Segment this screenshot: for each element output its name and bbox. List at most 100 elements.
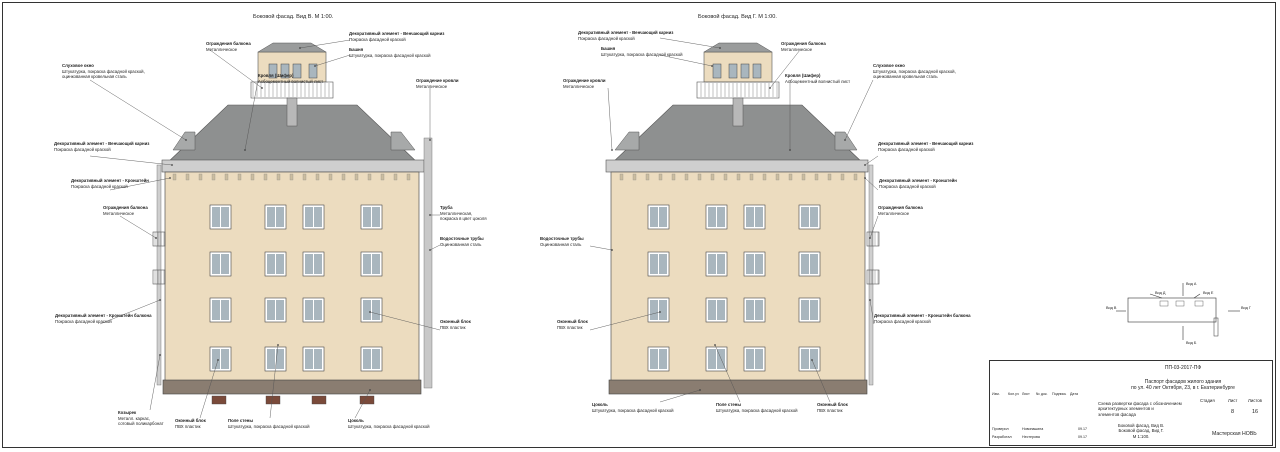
tb-col-1: Кол.уч <box>1008 392 1019 396</box>
sheet-label: Лист <box>1228 398 1238 403</box>
left-building-window-pane <box>372 254 380 274</box>
annotation-l6: Декоративный элемент - Кронштейн балкона… <box>55 313 152 324</box>
annotation-subtitle: Оцинкованная сталь <box>440 241 482 247</box>
right-building-window-pane <box>650 207 658 227</box>
left-building-plinth <box>162 379 422 395</box>
left-building-window-pane <box>305 207 313 227</box>
right-balcony <box>866 231 880 247</box>
annotation-title: Оконный блок <box>175 418 206 423</box>
annotation-title: Декоративный элемент - Кронштейн <box>879 178 957 183</box>
annotation-title: Декоративный элемент - Кронштейн балкона <box>55 313 152 318</box>
leader-line <box>109 177 171 191</box>
leader-line <box>869 299 875 325</box>
right-building-bracket <box>645 173 650 181</box>
right-building-window-pane <box>810 254 818 274</box>
left-building-window-pane <box>221 254 229 274</box>
annotation-title: Ограждения балкона <box>103 205 148 210</box>
left-building-bracket <box>367 173 372 181</box>
sheets-total: 16 <box>1252 409 1259 415</box>
left-building-bracket <box>328 173 333 181</box>
annotation-subtitle: Металлическое <box>103 210 135 216</box>
annotation-title: Водосточные трубы <box>540 236 584 241</box>
left-building-cornice <box>161 159 425 173</box>
right-building-tower-roof <box>703 42 773 53</box>
left-building-window-pane <box>276 207 284 227</box>
annotation-title: Оконный блок <box>817 402 848 407</box>
annotation-subtitle: Штукатурка, покраска фасадной краской <box>716 407 798 413</box>
right-building-window-pane <box>650 300 658 320</box>
basement-door <box>211 395 227 405</box>
annotation-subtitle: Штукатурка, покраска фасадной краской <box>592 407 674 413</box>
left-building-window-pane <box>363 207 371 227</box>
leader-dot <box>844 139 846 141</box>
leader-line <box>369 311 441 331</box>
tb-row-name: Нестерова <box>1022 435 1040 439</box>
leader-dot <box>659 311 661 313</box>
leader-line <box>811 359 831 403</box>
right-building-window-pane <box>801 207 809 227</box>
left-building-tower-window <box>292 63 302 79</box>
left-building-window-pane <box>276 300 284 320</box>
right-building-window-pane <box>717 207 725 227</box>
left-building-bracket <box>354 173 359 181</box>
key-plan-label: Вид Д <box>1155 291 1166 295</box>
right-building-bracket <box>814 173 819 181</box>
leader-dot <box>369 311 371 313</box>
annotation-subtitle: Покраска фасадной краской <box>879 183 936 189</box>
leader-dot <box>864 164 866 166</box>
sheet-name: Боковой фасад, Вид В.Боковой фасад, Вид … <box>1118 423 1165 439</box>
key-plan-label: Вид Е <box>1203 291 1214 295</box>
right-building-bracket <box>853 173 858 181</box>
leader-line <box>89 79 187 141</box>
left-building-window-pane <box>305 300 313 320</box>
right-building-window-pane <box>755 349 763 369</box>
leader-dot <box>789 149 791 151</box>
sheets-label: Листов <box>1248 398 1262 403</box>
right-building-bracket <box>723 173 728 181</box>
annotation-subtitle: Штукатурка, покраска фасадной краской <box>348 423 430 429</box>
right-building-window-pane <box>650 254 658 274</box>
left-building-tower-window <box>308 63 318 79</box>
leader-dot <box>155 237 157 239</box>
key-plan-label: Вид В <box>1106 306 1117 310</box>
basement-door <box>311 395 327 405</box>
sheet-number: 8 <box>1231 409 1235 415</box>
annotation-title: Поле стены <box>228 418 254 423</box>
right-building-window-pane <box>746 207 754 227</box>
leader-dot <box>244 149 246 151</box>
leader-line <box>714 344 741 403</box>
right-building-bracket <box>775 173 780 181</box>
right-building-dormer-left <box>834 131 858 151</box>
annotation-subtitle: Металл. каркас,сотовый поликарбонат <box>118 415 164 427</box>
annotation-subtitle: ПВХ пластик <box>817 407 843 413</box>
right-building-window-pane <box>746 349 754 369</box>
leader-line <box>844 79 874 141</box>
leader-line <box>769 49 801 89</box>
annotation-l13: Кровля (Шифер)Асбоцементный волнистый ли… <box>258 73 323 84</box>
left-building-tower-window <box>268 63 278 79</box>
leader-dot <box>769 87 771 89</box>
right-building-window-pane <box>755 300 763 320</box>
right-building-window-pane <box>810 349 818 369</box>
annotation-title: Поле стены <box>716 402 742 407</box>
right-view-title: Боковой фасад. Вид Г. М 1:00. <box>698 14 777 20</box>
left-building-window-pane <box>221 349 229 369</box>
left-building-window-pane <box>267 300 275 320</box>
annotation-title: Кровля (Шифер) <box>785 73 821 78</box>
key-plan-wing <box>1213 317 1219 337</box>
annotation-subtitle: Покраска фасадной краской <box>55 318 112 324</box>
annotation-r15: Декоративный элемент - Кронштейн балкона… <box>874 313 971 324</box>
left-building-window-pane <box>267 254 275 274</box>
